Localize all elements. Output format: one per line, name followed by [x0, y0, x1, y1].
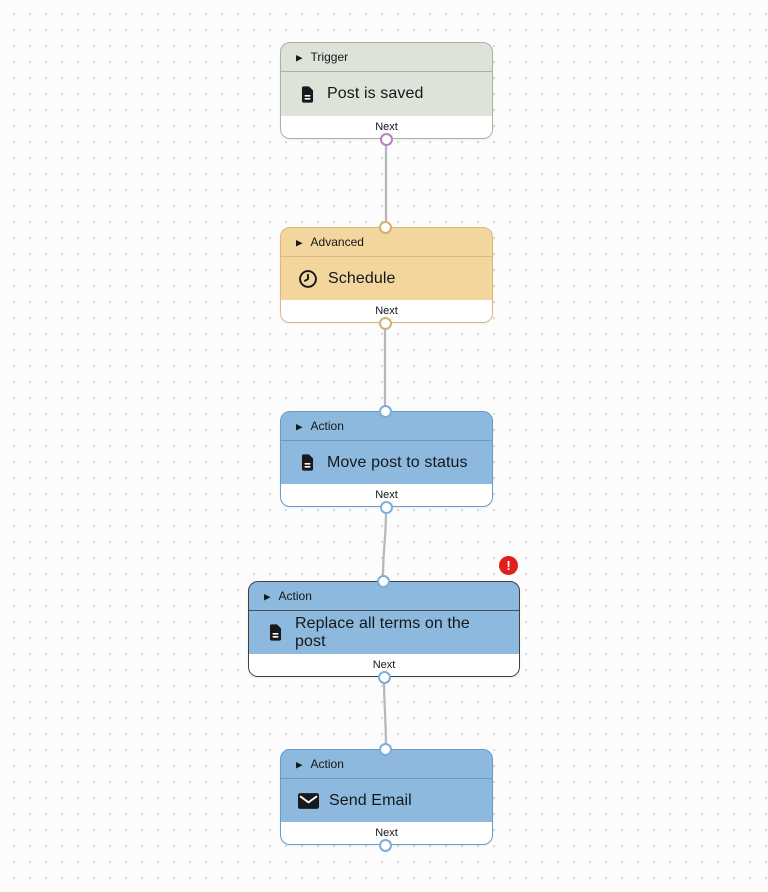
node-header[interactable]: ▶ Action	[249, 582, 519, 611]
next-label: Next	[375, 305, 398, 317]
next-label: Next	[375, 121, 398, 133]
next-label: Next	[375, 827, 398, 839]
input-port-action3[interactable]	[378, 742, 392, 756]
node-title: Post is saved	[327, 85, 424, 102]
collapse-triangle-icon[interactable]: ▶	[296, 759, 303, 770]
node-category-label: Trigger	[310, 50, 349, 64]
input-port-advanced[interactable]	[378, 220, 392, 234]
output-port-action2[interactable]	[377, 670, 391, 684]
node-title: Move post to status	[327, 453, 468, 471]
node-category-label: Action	[310, 419, 344, 433]
node-footer: Next	[281, 300, 492, 322]
node-category-label: Advanced	[310, 235, 364, 249]
output-port-advanced[interactable]	[378, 316, 392, 330]
email-icon	[298, 792, 319, 809]
node-footer: Next	[281, 484, 492, 506]
collapse-triangle-icon[interactable]: ▶	[296, 421, 303, 432]
node-action-move-post-to-status[interactable]: ▶ Action Move post to status Next	[280, 411, 493, 507]
input-port-action2[interactable]	[376, 574, 390, 588]
node-title: Replace all terms on the post	[295, 614, 470, 650]
output-port-trigger[interactable]	[379, 132, 393, 146]
next-label: Next	[375, 489, 398, 501]
node-action-replace-all-terms[interactable]: ▶ Action Replace all terms on the post N…	[248, 581, 520, 677]
node-title: Send Email	[329, 791, 412, 809]
error-badge-symbol: !	[506, 558, 511, 573]
document-icon	[298, 453, 317, 472]
node-action-send-email[interactable]: ▶ Action Send Email Next	[280, 749, 493, 845]
input-port-action1[interactable]	[378, 404, 392, 418]
node-body: Post is saved	[281, 72, 492, 116]
error-badge-icon[interactable]: !	[499, 556, 518, 575]
node-header[interactable]: ▶ Action	[281, 750, 492, 779]
node-category-label: Action	[310, 757, 344, 771]
node-body: Schedule	[281, 257, 492, 300]
next-label: Next	[372, 659, 396, 671]
document-icon	[266, 623, 285, 642]
node-header[interactable]: ▶ Action	[281, 412, 492, 441]
node-footer: Next	[281, 116, 492, 138]
node-body: Send Email	[281, 779, 492, 822]
edge-action1-to-action2	[381, 506, 388, 582]
node-header[interactable]: ▶ Trigger	[281, 43, 492, 72]
clock-icon	[298, 269, 318, 289]
output-port-action1[interactable]	[379, 500, 393, 514]
document-icon	[298, 85, 317, 104]
node-category-label: Action	[278, 589, 312, 603]
node-header[interactable]: ▶ Advanced	[281, 228, 492, 257]
node-footer: Next	[281, 822, 492, 844]
edge-action2-to-action3	[382, 676, 388, 750]
node-body: Replace all terms on the post	[249, 611, 519, 654]
node-body: Move post to status	[281, 441, 492, 484]
collapse-triangle-icon[interactable]: ▶	[264, 591, 271, 602]
node-footer: Next	[249, 654, 519, 676]
node-title: Schedule	[328, 269, 396, 287]
node-advanced-schedule[interactable]: ▶ Advanced Schedule Next	[280, 227, 493, 323]
node-trigger-post-is-saved[interactable]: ▶ Trigger Post is saved Next	[280, 42, 493, 139]
collapse-triangle-icon[interactable]: ▶	[296, 52, 303, 63]
output-port-action3[interactable]	[378, 838, 392, 852]
collapse-triangle-icon[interactable]: ▶	[296, 237, 303, 248]
